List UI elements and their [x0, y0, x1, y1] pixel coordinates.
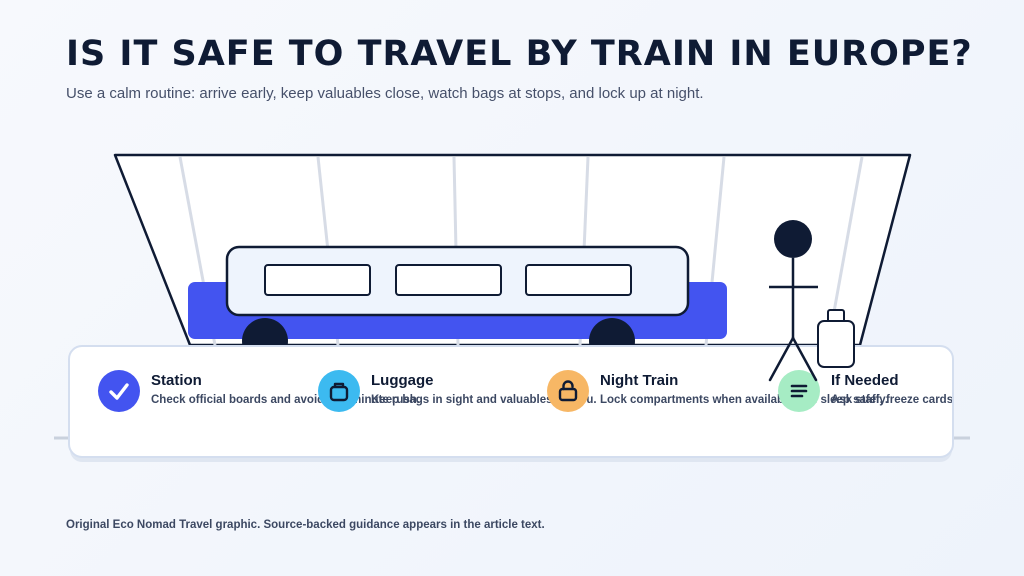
- step-label: Night Train: [600, 372, 679, 389]
- page-title: IS IT SAFE TO TRAVEL BY TRAIN IN EUROPE?: [66, 34, 973, 74]
- menu-icon: [790, 384, 808, 398]
- bag-icon: [329, 382, 349, 402]
- step-label: Station: [151, 372, 202, 389]
- page-subtitle: Use a calm routine: arrive early, keep v…: [66, 85, 704, 102]
- step-circle: [318, 370, 360, 412]
- step-circle: [98, 370, 140, 412]
- check-icon: [109, 383, 129, 400]
- step-circle: [778, 370, 820, 412]
- step-desc: Keep bags in sight and valuables on you.: [371, 394, 597, 406]
- safety-steps-card: Station Check official boards and avoid …: [68, 345, 954, 458]
- footer-credit: Original Eco Nomad Travel graphic. Sourc…: [66, 519, 545, 531]
- step-circle: [547, 370, 589, 412]
- train-window: [264, 264, 371, 296]
- lock-icon: [558, 380, 578, 402]
- train-window: [525, 264, 632, 296]
- train: [225, 245, 690, 364]
- step-label: If Needed: [831, 372, 899, 389]
- train-window: [395, 264, 502, 296]
- step-label: Luggage: [371, 372, 434, 389]
- step-desc: Ask staff, freeze cards, and file a poli…: [831, 394, 954, 406]
